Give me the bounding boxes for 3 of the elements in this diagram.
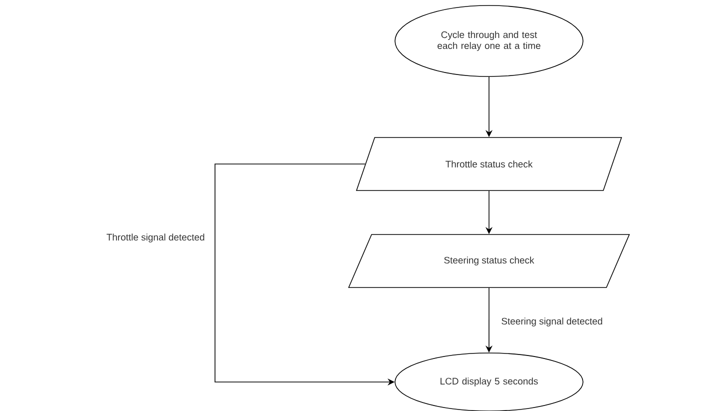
data-parallelogram: Steering status check: [348, 234, 630, 288]
edge-label: Steering signal detected: [500, 316, 604, 328]
edge-label: Throttle signal detected: [105, 232, 206, 244]
